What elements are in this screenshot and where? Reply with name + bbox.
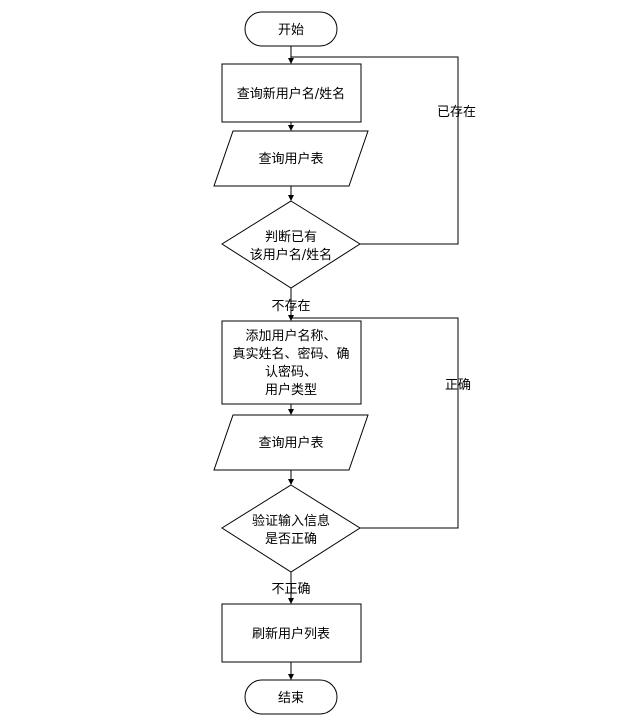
- query-table-1-label: 查询用户表: [258, 151, 323, 167]
- edge-label-not-exists: 不存在: [271, 299, 310, 314]
- query-name-label: 查询新用户名/姓名: [237, 86, 345, 102]
- add-user-line-3: 认密码、: [265, 364, 317, 380]
- start-label: 开始: [278, 23, 304, 38]
- refresh-label: 刷新用户列表: [252, 626, 330, 642]
- add-user-line-2: 真实姓名、密码、确: [232, 346, 349, 362]
- end-label: 结束: [278, 691, 304, 706]
- edge-label-correct: 正确: [445, 378, 471, 393]
- refresh-process: 刷新用户列表: [221, 603, 362, 663]
- start-node: 开始: [244, 11, 338, 47]
- judge-exists-line-2: 该用户名/姓名: [250, 247, 332, 263]
- query-table-io-1: 查询用户表: [213, 130, 369, 187]
- validate-line-1: 验证输入信息: [252, 513, 330, 529]
- query-table-io-2: 查询用户表: [213, 414, 369, 471]
- edges: [288, 46, 459, 680]
- validate-line-2: 是否正确: [265, 532, 317, 547]
- edge-label-exists: 已存在: [437, 105, 476, 120]
- edge-correct-loop: [291, 317, 459, 529]
- judge-exists-line-1: 判断已有: [265, 230, 317, 245]
- judge-exists-decision: 判断已有 该用户名/姓名: [221, 200, 361, 289]
- query-table-2-label: 查询用户表: [258, 435, 323, 451]
- add-user-line-1: 添加用户名称、: [245, 328, 336, 344]
- edge-label-incorrect: 不正确: [271, 582, 310, 597]
- edge-exists-loop: [291, 56, 459, 245]
- add-user-process: 添加用户名称、 真实姓名、密码、确 认密码、 用户类型: [221, 320, 362, 405]
- validate-decision: 验证输入信息 是否正确: [221, 484, 361, 573]
- query-name-process: 查询新用户名/姓名: [221, 63, 362, 123]
- end-node: 结束: [244, 679, 338, 715]
- add-user-line-4: 用户类型: [265, 382, 317, 398]
